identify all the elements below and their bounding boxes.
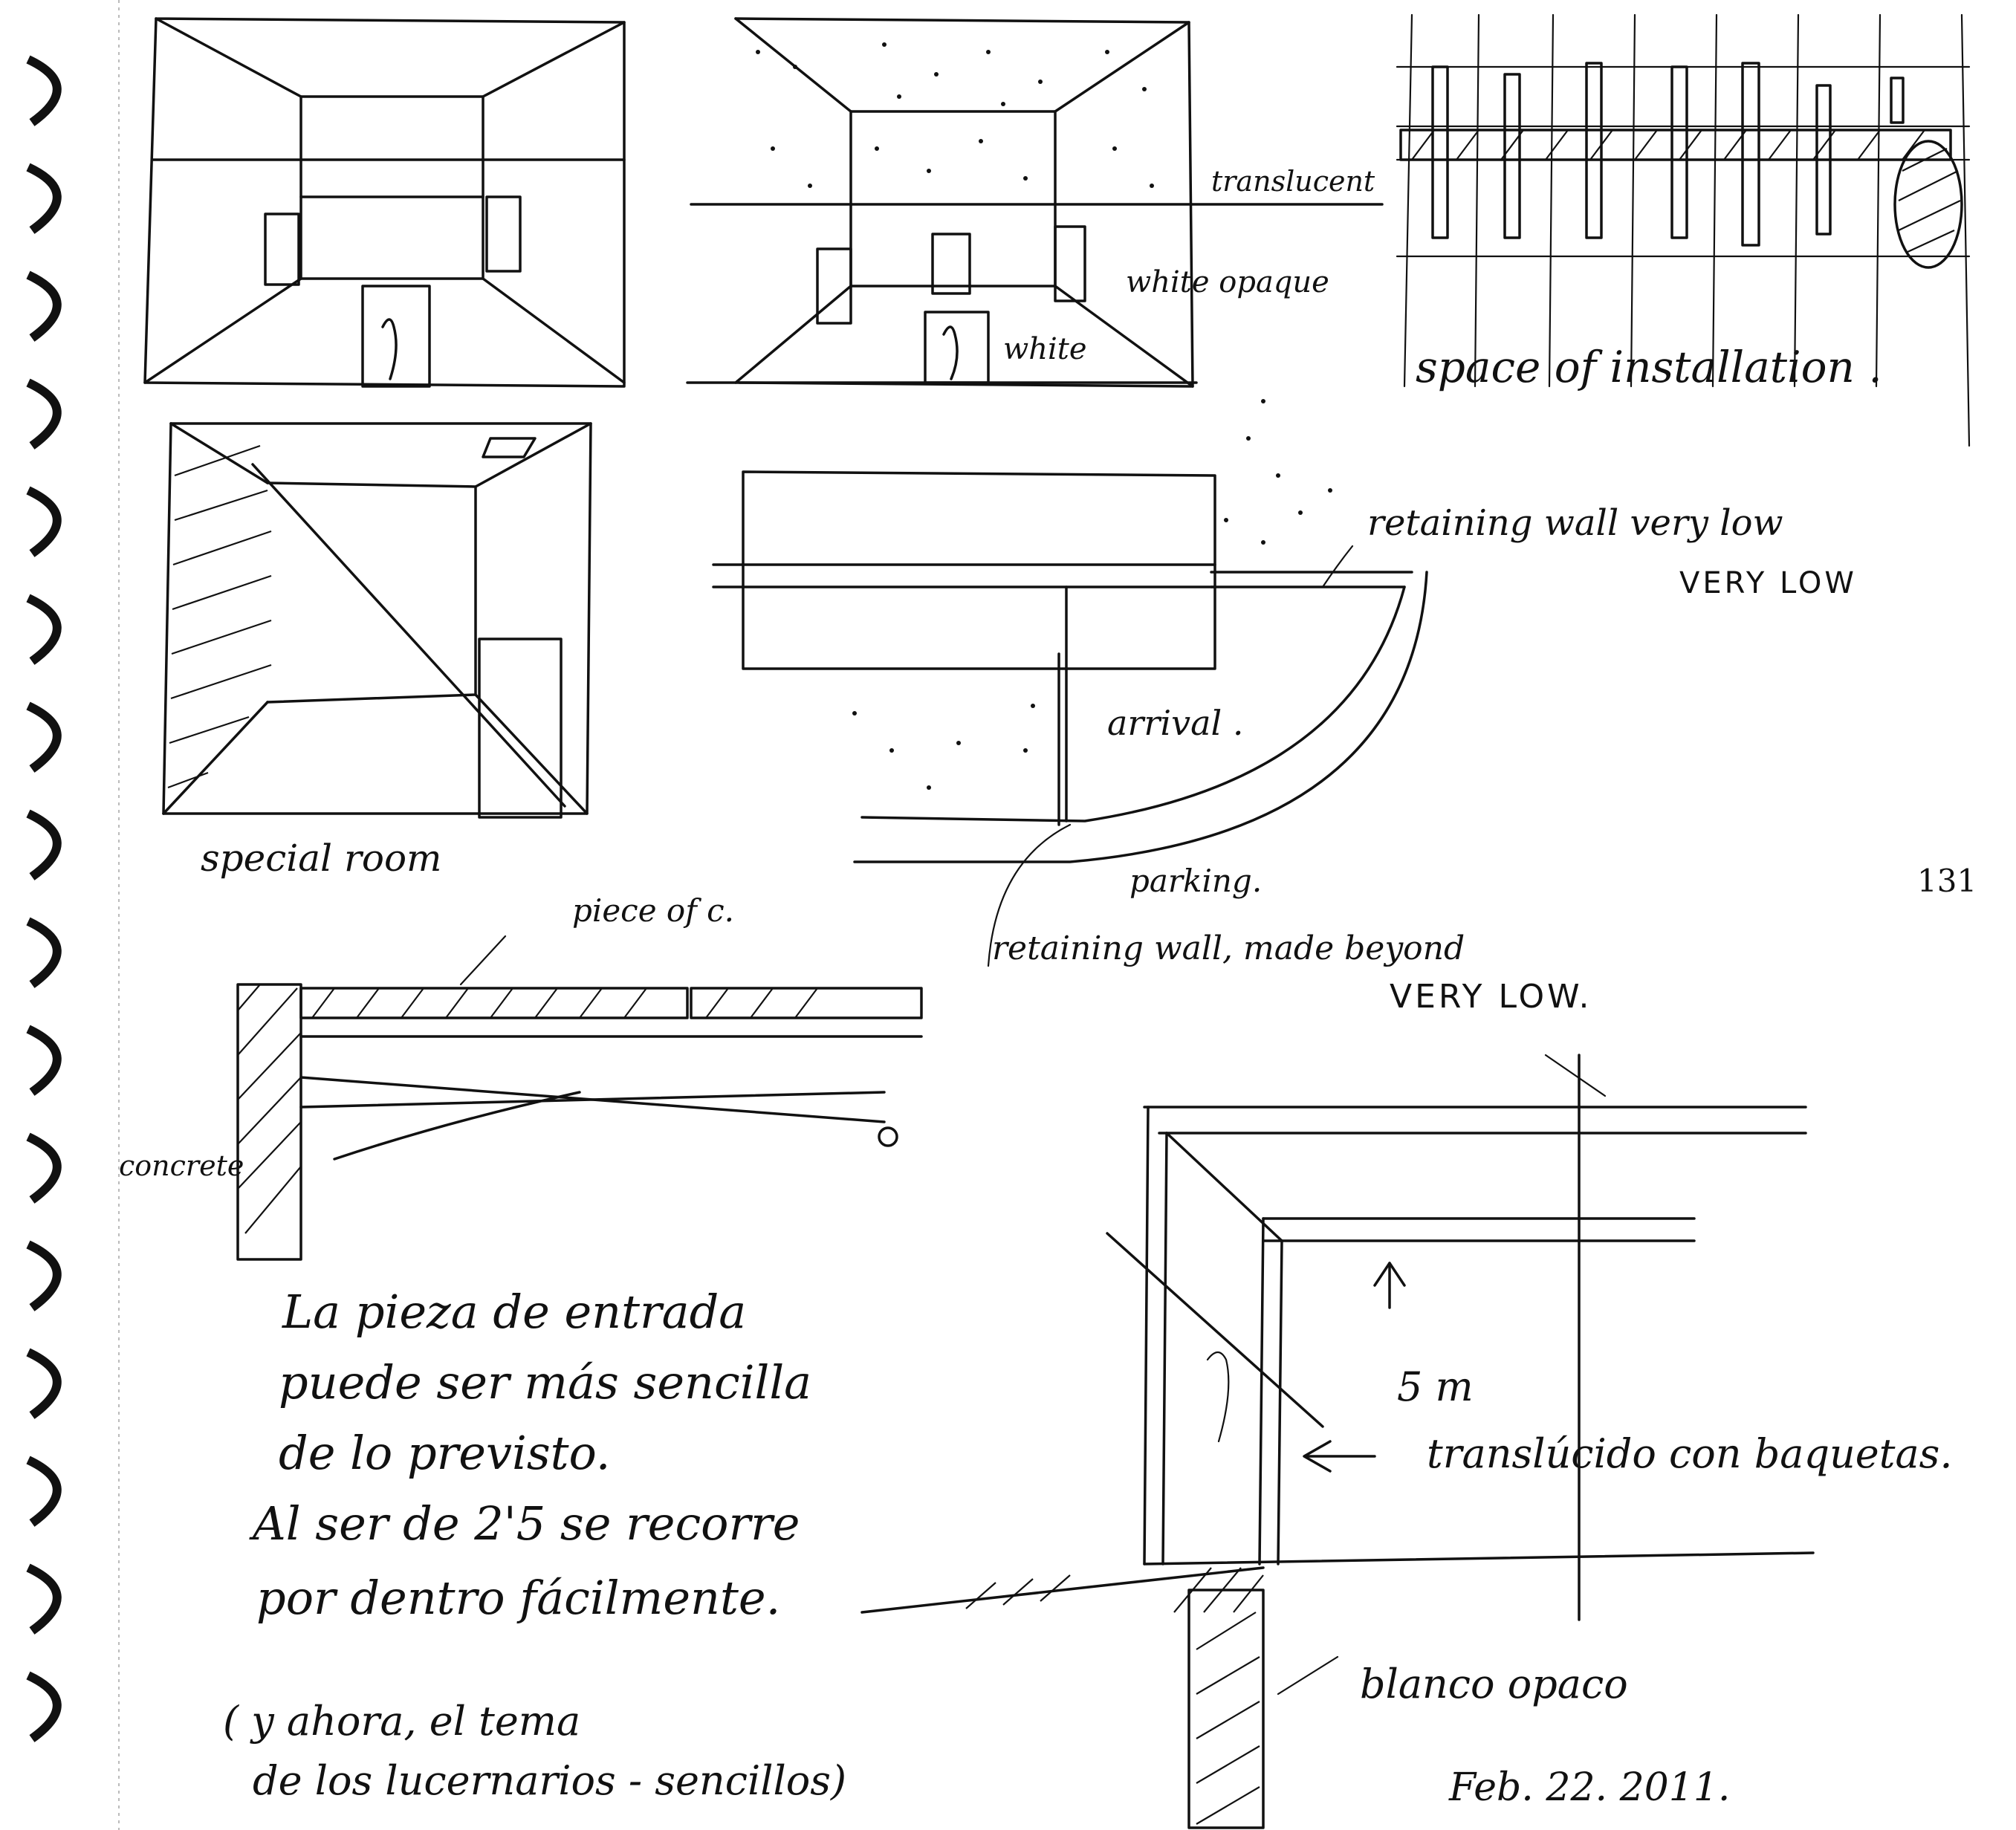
binding-ring (13, 1129, 80, 1204)
label-blanco-opaco: blanco opaco (1360, 1661, 1628, 1707)
note-line-2: puede ser más sencilla (279, 1355, 812, 1409)
binding-ring (13, 1345, 80, 1419)
binding-ring (13, 483, 80, 557)
label-very-low-top: VERY LOW (1679, 566, 1857, 600)
label-height-5m: 5 m (1397, 1363, 1474, 1410)
binding-ring (13, 160, 80, 234)
binding-ring (13, 806, 80, 880)
binding-ring (13, 267, 80, 342)
binding-ring (13, 1237, 80, 1311)
label-translucido: translúcido con baquetas. (1427, 1430, 1953, 1477)
site-plan-sketch (712, 399, 1428, 967)
label-translucent: translucent (1211, 165, 1375, 198)
page-number: 131 (1917, 863, 1977, 899)
binding-ring (13, 52, 80, 126)
label-piece-of-concrete: piece of c. (572, 892, 734, 929)
note-line-4: Al ser de 2'5 se recorre (253, 1496, 800, 1551)
label-arrival: arrival . (1107, 703, 1244, 743)
binding-ring (13, 1453, 80, 1527)
date-label: Feb. 22. 2011. (1449, 1765, 1731, 1810)
binding-ring (13, 1022, 80, 1096)
label-retaining-wall-top: retaining wall very low (1367, 502, 1783, 544)
label-space-of-installation: space of installation . (1416, 342, 1882, 392)
note-line-3: de lo previsto. (279, 1426, 611, 1480)
binding-ring (13, 375, 80, 450)
note-line-1: La pieza de entrada (282, 1285, 747, 1339)
label-special-room: special room (201, 837, 442, 880)
label-concrete: concrete (119, 1149, 244, 1182)
room-perspective-sketch (143, 17, 626, 388)
concrete-section-sketch (236, 935, 923, 1261)
label-white-opaque: white opaque (1126, 265, 1329, 299)
note-line-7: de los lucernarios - sencillos) (253, 1757, 847, 1804)
translucent-wall-section-sketch (860, 1054, 1815, 1829)
binding-ring (13, 1560, 80, 1635)
note-line-5: por dentro fácilmente. (256, 1571, 781, 1625)
label-parking: parking. (1129, 863, 1263, 899)
binding-ring (13, 1668, 80, 1742)
label-white: white (1003, 332, 1087, 366)
binding-ring (13, 698, 80, 773)
binding-ring (13, 914, 80, 988)
installation-space-sketch (1396, 13, 1971, 447)
label-very-low-bottom: VERY LOW. (1390, 978, 1592, 1016)
special-room-sketch (162, 422, 592, 819)
binding-ring (13, 591, 80, 665)
label-retaining-wall-bottom: retaining wall, made beyond (992, 929, 1465, 967)
note-line-6: ( y ahora, el tema (223, 1698, 581, 1745)
translucent-room-sketch (686, 17, 1384, 388)
